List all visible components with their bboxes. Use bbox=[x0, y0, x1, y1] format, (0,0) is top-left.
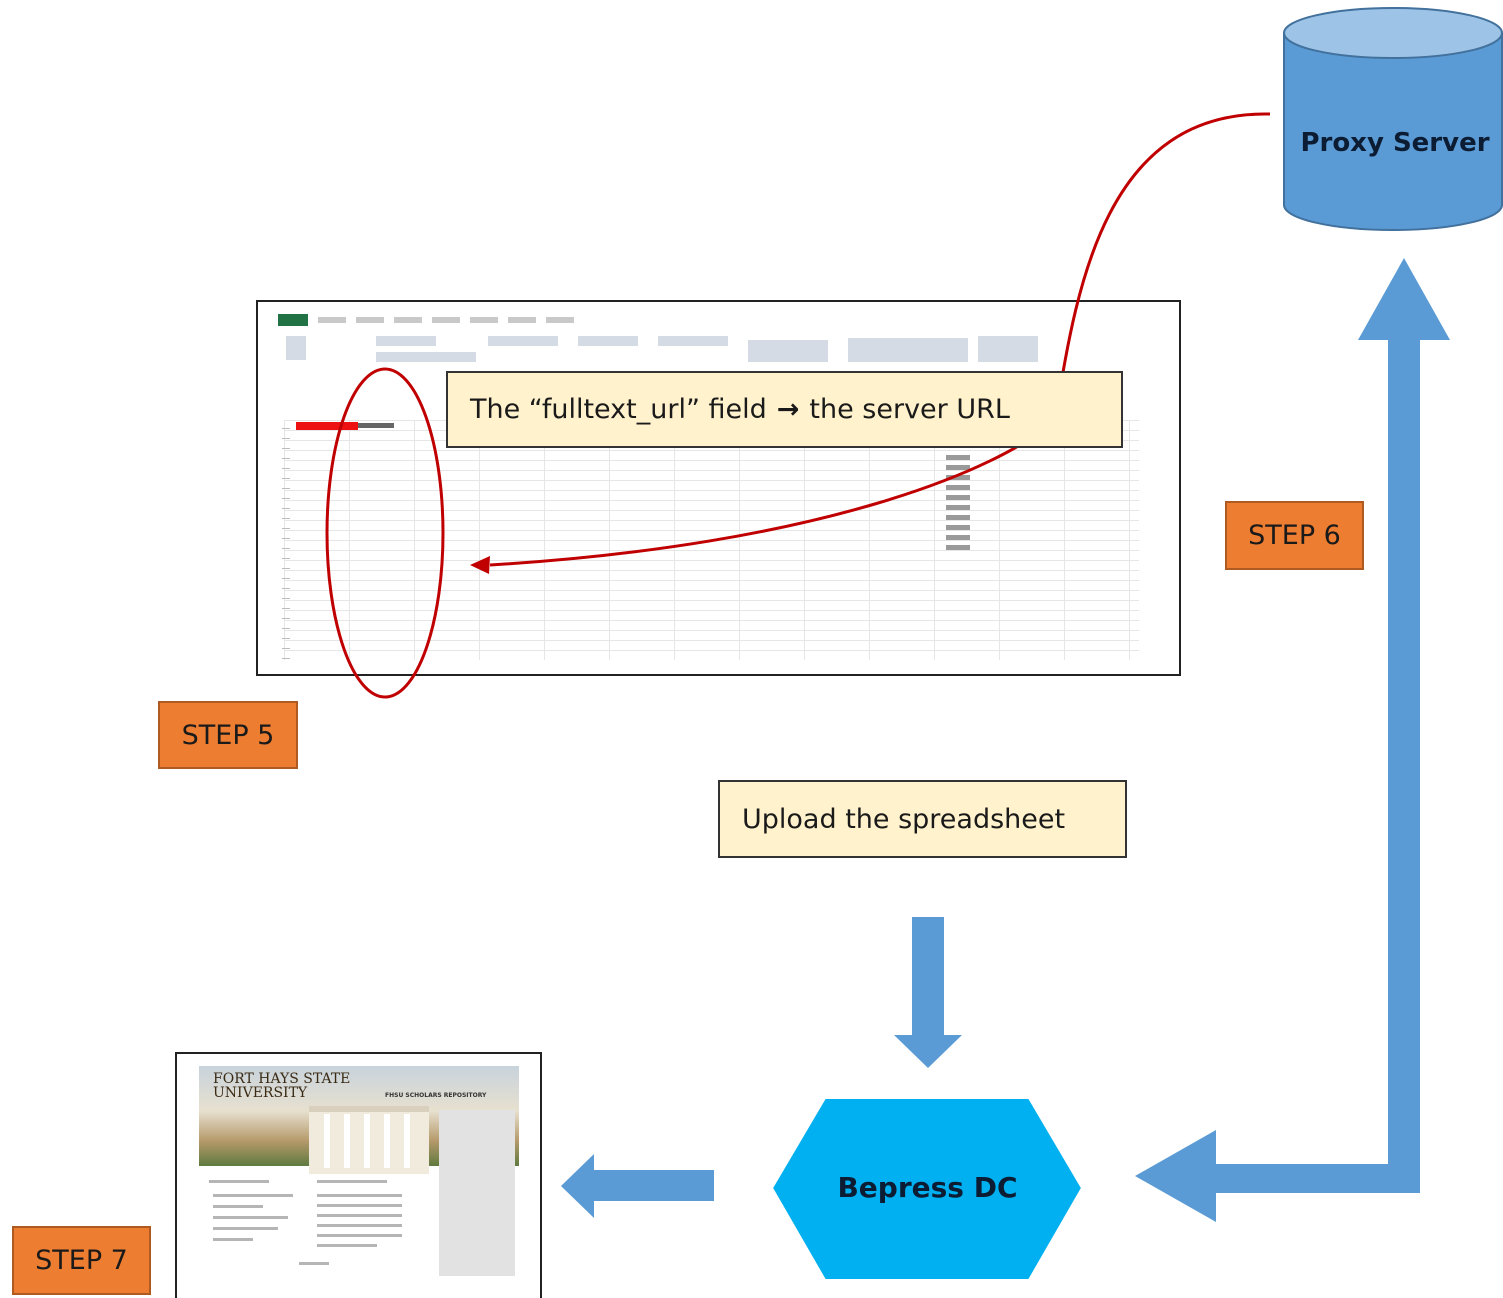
highlighted-column-header bbox=[296, 422, 358, 430]
false-cell bbox=[946, 535, 970, 540]
step-7-label: STEP 7 bbox=[12, 1226, 151, 1295]
upload-down-arrow bbox=[894, 917, 962, 1068]
upload-callout-text: Upload the spreadsheet bbox=[742, 803, 1066, 835]
bepress-hexagon[interactable] bbox=[770, 1097, 1084, 1281]
false-cell bbox=[946, 545, 970, 550]
spreadsheet-grid bbox=[284, 420, 1139, 660]
university-name-line-2: UNIVERSITY bbox=[213, 1085, 308, 1101]
proxy-server-cylinder[interactable] bbox=[1283, 7, 1503, 231]
false-cell bbox=[946, 455, 970, 460]
false-cell bbox=[946, 525, 970, 530]
false-cell bbox=[946, 485, 970, 490]
upload-callout: Upload the spreadsheet bbox=[718, 780, 1127, 858]
false-cell bbox=[946, 495, 970, 500]
fulltext-url-header bbox=[358, 423, 394, 428]
ribbon-tabs bbox=[278, 314, 574, 326]
arrow-icon: → bbox=[776, 394, 800, 425]
proxy-server-label: Proxy Server bbox=[1300, 128, 1490, 158]
fulltext-callout-text: The “fulltext_url” field bbox=[470, 394, 767, 425]
step-5-label: STEP 5 bbox=[158, 701, 298, 769]
website-screenshot: FORT HAYS STATE UNIVERSITY FHSU SCHOLARS… bbox=[175, 1052, 542, 1298]
step6-arrow bbox=[1135, 258, 1450, 1222]
false-cell bbox=[946, 505, 970, 510]
repository-title: FHSU SCHOLARS REPOSITORY bbox=[385, 1092, 487, 1099]
false-cell bbox=[946, 465, 970, 470]
false-cell bbox=[946, 515, 970, 520]
ribbon-toolbar bbox=[278, 332, 1159, 370]
website-sidebar bbox=[439, 1110, 515, 1276]
fulltext-callout-target: the server URL bbox=[809, 394, 1010, 425]
spreadsheet-screenshot bbox=[256, 300, 1181, 676]
university-name: FORT HAYS STATE UNIVERSITY bbox=[213, 1072, 350, 1100]
row-numbers bbox=[282, 428, 290, 660]
bepress-label: Bepress DC bbox=[837, 1170, 1018, 1204]
university-name-line-1: FORT HAYS STATE bbox=[213, 1071, 351, 1087]
fulltext-callout: The “fulltext_url” field → the server UR… bbox=[446, 371, 1123, 448]
false-cell bbox=[946, 475, 970, 480]
publish-left-arrow bbox=[561, 1154, 714, 1218]
step-6-label: STEP 6 bbox=[1225, 501, 1364, 570]
